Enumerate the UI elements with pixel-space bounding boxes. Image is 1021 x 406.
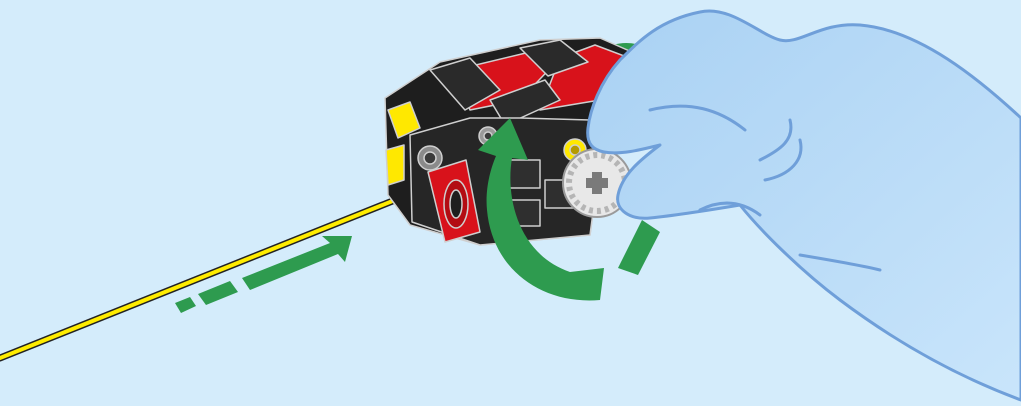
string xyxy=(0,190,420,358)
hand-icon xyxy=(588,11,1021,400)
